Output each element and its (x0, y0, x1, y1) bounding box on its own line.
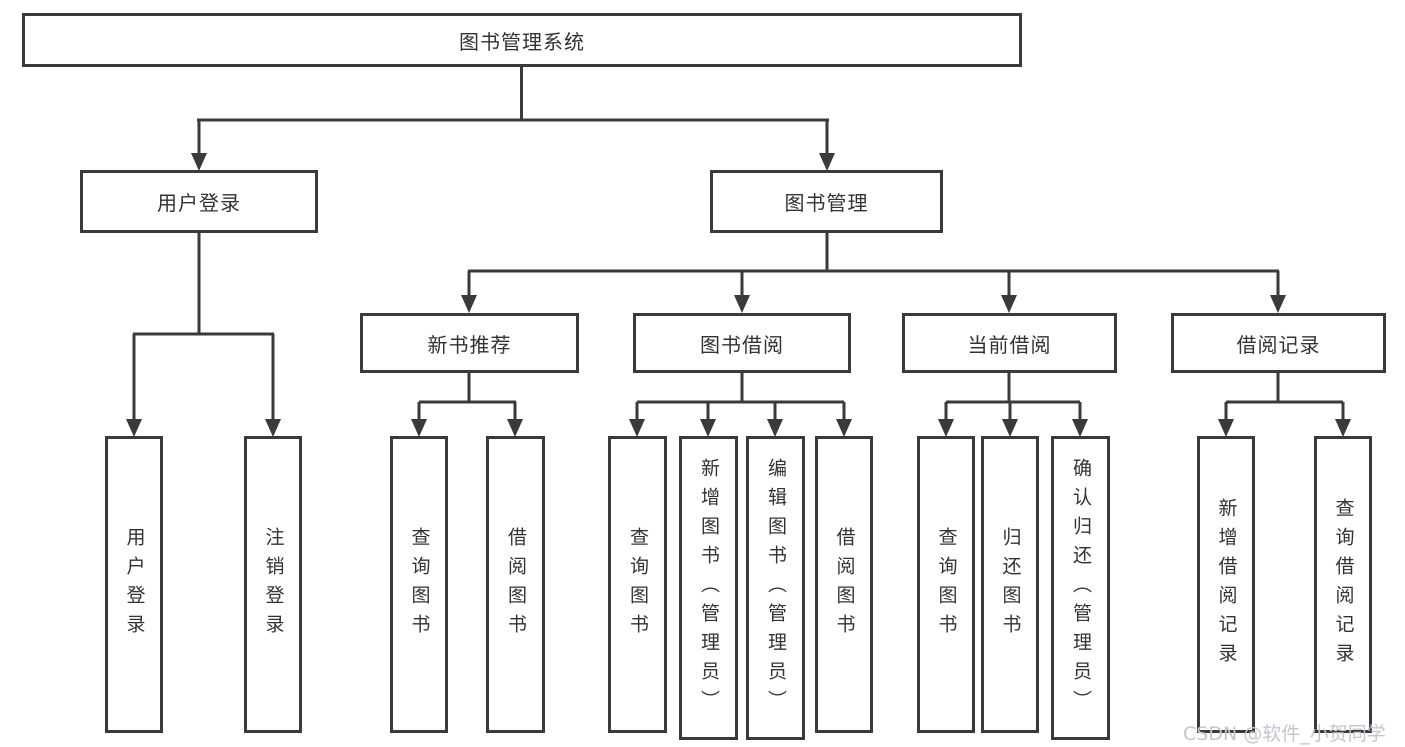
leaf-query-borrow-record: 查询借阅记录 (1314, 436, 1372, 733)
node-new-book-recommendation: 新书推荐 (360, 313, 579, 373)
leaf-label: 用户登录 (123, 526, 146, 643)
node-user-login: 用户登录 (80, 170, 318, 233)
leaf-return-books: 归还图书 (981, 436, 1039, 733)
leaf-logout: 注销登录 (244, 436, 302, 733)
node-label: 当前借阅 (967, 332, 1052, 357)
leaf-query-books-current: 查询图书 (917, 436, 975, 733)
node-book-management: 图书管理 (710, 170, 943, 233)
leaf-edit-books-admin: 编辑图书（管理员） (746, 436, 805, 740)
leaf-label: 查询图书 (935, 526, 958, 643)
leaf-label: 查询借阅记录 (1332, 497, 1355, 672)
leaf-query-books-recommend: 查询图书 (390, 436, 448, 733)
node-library-management-system: 图书管理系统 (22, 13, 1022, 67)
leaf-add-borrow-record: 新增借阅记录 (1197, 436, 1255, 733)
leaf-label: 借阅图书 (833, 526, 856, 643)
node-label: 用户登录 (157, 191, 241, 215)
watermark: CSDN @软件_小贺同学 (1183, 723, 1386, 745)
leaf-confirm-return-admin: 确认归还（管理员） (1051, 436, 1110, 740)
node-label: 图书管理 (784, 191, 869, 215)
leaf-label: 编辑图书（管理员） (765, 457, 787, 719)
leaf-label: 借阅图书 (505, 526, 527, 643)
node-borrowing-records: 借阅记录 (1171, 313, 1386, 373)
node-label: 图书借阅 (700, 332, 784, 357)
leaf-borrow-books-recommend: 借阅图书 (486, 436, 545, 733)
leaf-label: 归还图书 (999, 526, 1022, 643)
leaf-borrow-books-borrowing: 借阅图书 (815, 436, 873, 733)
leaf-label: 查询图书 (627, 526, 649, 643)
node-label: 图书管理系统 (459, 29, 585, 54)
node-book-borrowing: 图书借阅 (633, 313, 851, 373)
node-label: 借阅记录 (1236, 332, 1321, 357)
node-label: 新书推荐 (427, 332, 512, 357)
leaf-query-books-borrowing: 查询图书 (608, 436, 667, 733)
leaf-label: 确认归还（管理员） (1070, 457, 1092, 719)
node-current-borrowing: 当前借阅 (902, 313, 1117, 373)
leaf-user-login: 用户登录 (105, 436, 163, 733)
leaf-label: 新增图书（管理员） (698, 457, 720, 719)
leaf-label: 新增借阅记录 (1215, 497, 1238, 672)
leaf-label: 注销登录 (262, 526, 285, 643)
leaf-add-books-admin: 新增图书（管理员） (679, 436, 738, 740)
leaf-label: 查询图书 (408, 526, 431, 643)
